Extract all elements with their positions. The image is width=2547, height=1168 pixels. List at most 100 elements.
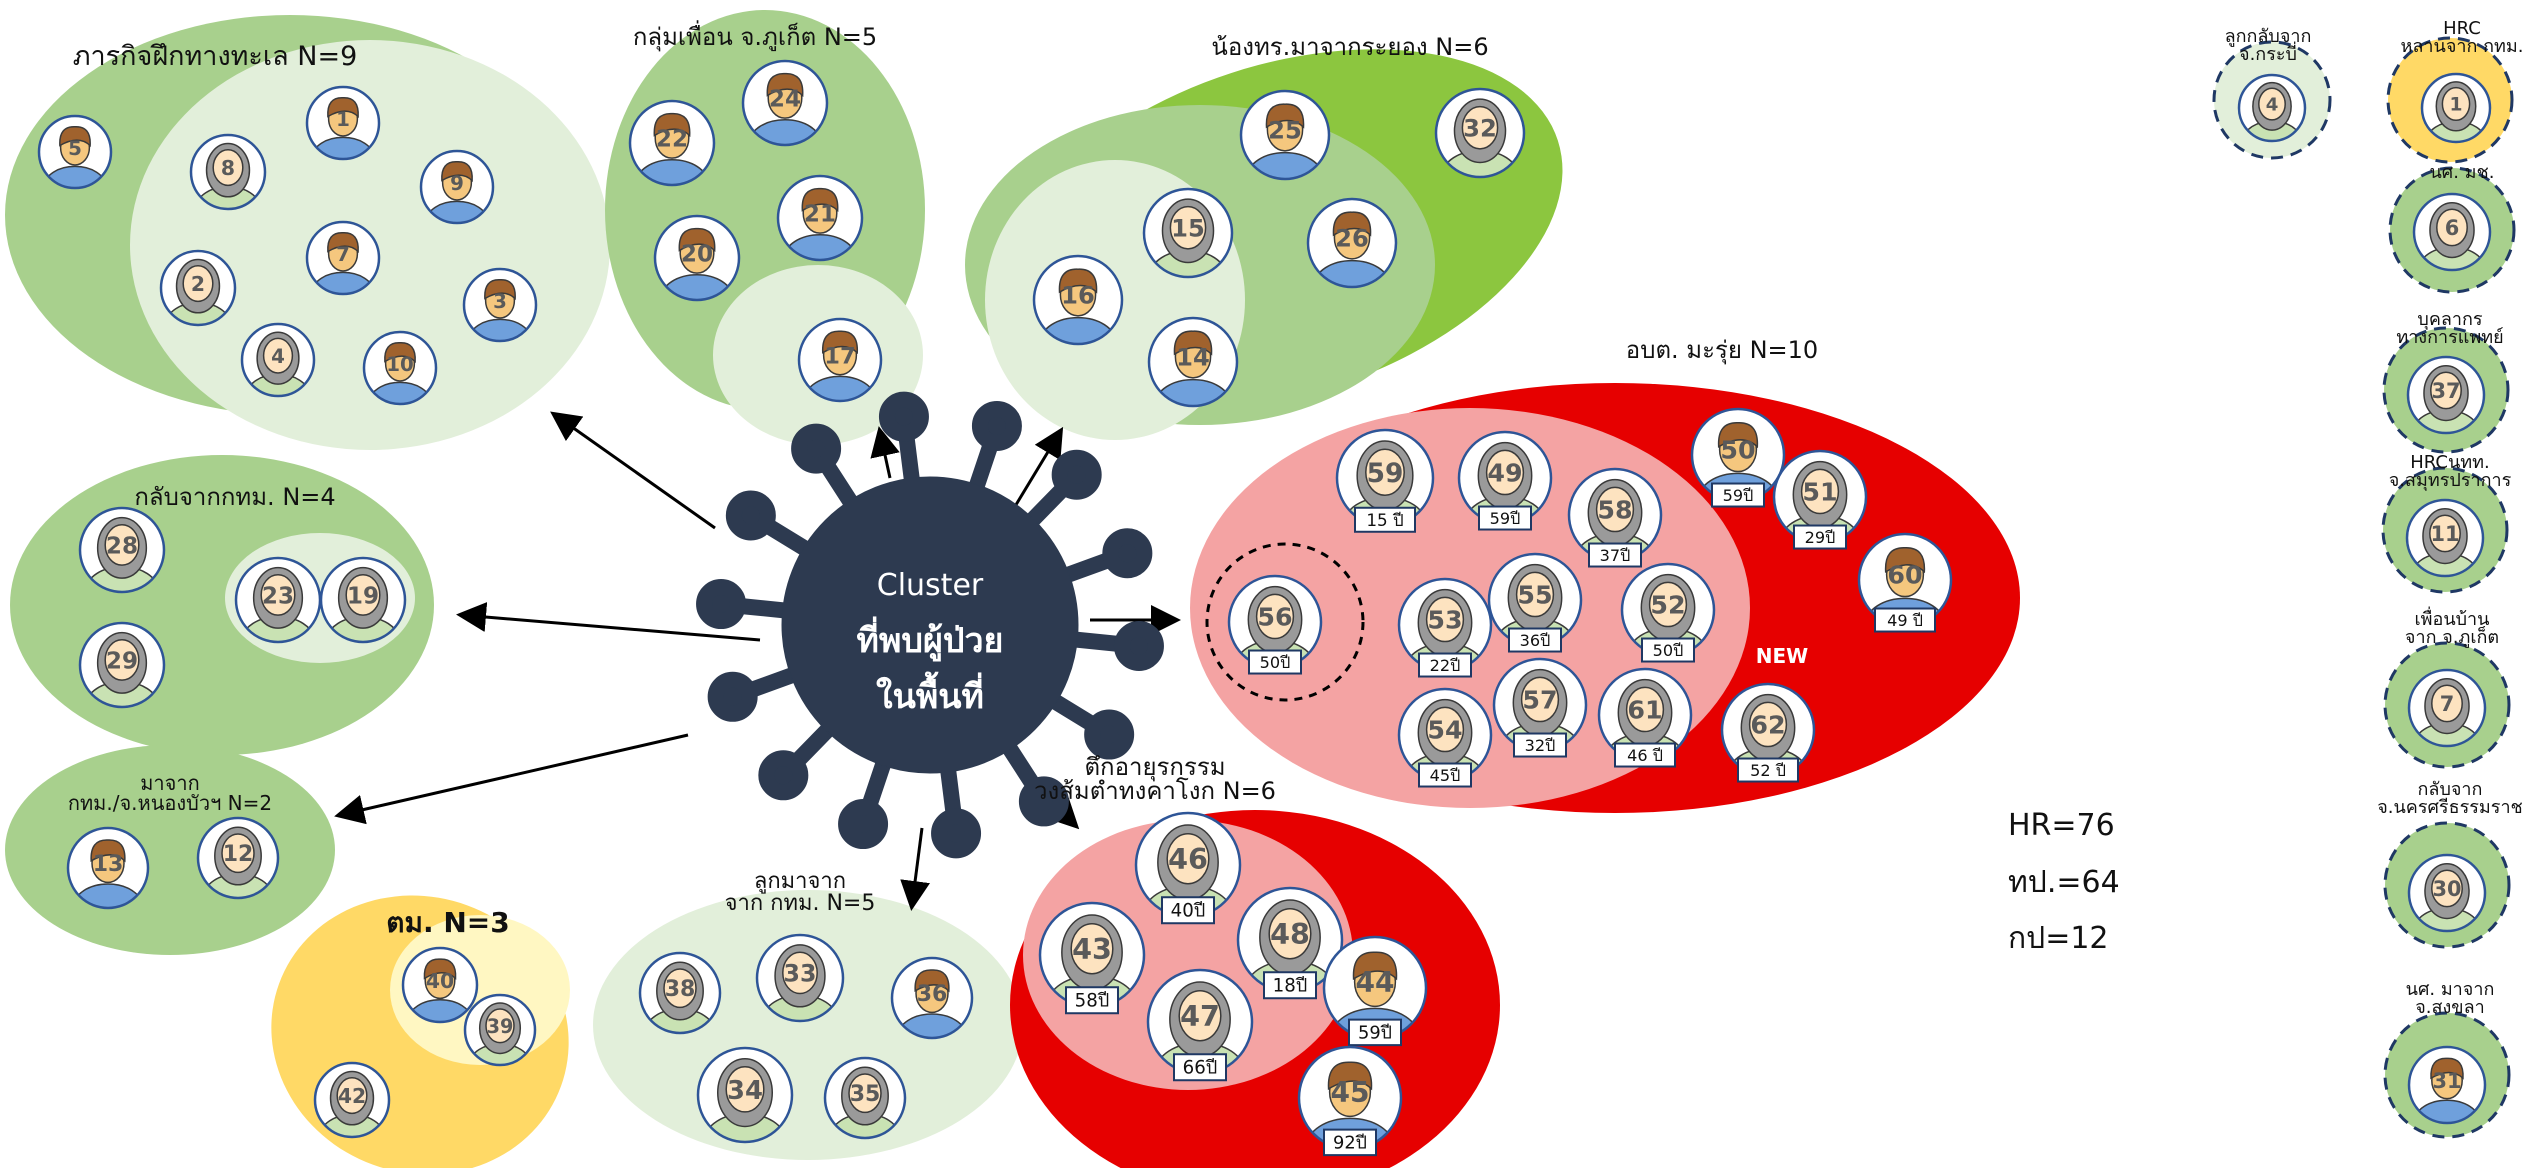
- virus-spike-tip: [1018, 776, 1069, 827]
- person-avatar: 59 15 ปี: [1335, 428, 1435, 533]
- age-badge: [1065, 986, 1119, 1015]
- center-line3: ในพื้นที่: [876, 671, 984, 717]
- age-badge: [1588, 542, 1642, 568]
- person-number: 34: [727, 1076, 763, 1106]
- person-number: 40: [426, 969, 454, 993]
- age-badge: [1173, 1053, 1227, 1082]
- age-badge: [1418, 652, 1472, 678]
- person-number: 25: [1268, 117, 1302, 145]
- stat-kp: กป=12: [2008, 921, 2109, 956]
- person-number: 4: [271, 345, 285, 368]
- age-badge: [1513, 732, 1567, 758]
- person-number: 45: [1330, 1076, 1369, 1109]
- right-label-krabi: ลูกกลับจากจ.กระบี่: [2225, 26, 2312, 65]
- person-number: 36: [917, 982, 948, 1007]
- age-text: 29ปี: [1805, 528, 1836, 547]
- age-text: 45ปี: [1430, 766, 1461, 785]
- age-text: 52 ปี: [1750, 761, 1786, 780]
- age-text: 49 ปี: [1887, 611, 1923, 630]
- age-badge: [1641, 637, 1695, 663]
- virus-spike-tip: [696, 579, 747, 630]
- person-number: 28: [106, 533, 138, 559]
- person-number: 48: [1270, 917, 1310, 951]
- person-avatar: 19: [319, 556, 407, 644]
- label-kids: ลูกมาจากจาก กทม. N=5: [725, 869, 876, 916]
- age-badge: [1793, 524, 1847, 550]
- person-avatar: 2: [159, 249, 237, 327]
- person-number: 54: [1427, 716, 1462, 745]
- person-avatar: 17: [797, 317, 883, 403]
- person-avatar: 37: [2406, 355, 2486, 435]
- age-badge: [1418, 762, 1472, 788]
- person-avatar: 24: [741, 59, 829, 147]
- right-label-samutprakan: HRCนทท.จ.สมุทรปราการ: [2389, 452, 2512, 491]
- person-number: 46: [1168, 842, 1208, 876]
- age-text: 50ปี: [1260, 653, 1291, 672]
- person-number: 23: [262, 583, 294, 609]
- person-avatar: 54 45ปี: [1397, 687, 1493, 788]
- right-label-phuket: เพื่อนบ้านจาก จ.ภูเก็ต: [2405, 606, 2499, 648]
- label-nongbua: มาจากกทม./จ.หนองบัวฯ N=2: [68, 771, 272, 815]
- person-number: 59: [1367, 458, 1404, 489]
- person-avatar: 10: [362, 330, 438, 406]
- stats: HR=76 ทป.=64 กป=12: [2008, 808, 2120, 956]
- center-line2: ที่พบผู้ป่วย: [857, 616, 1004, 662]
- label-phuket: กลุ่มเพื่อน จ.ภูเก็ต N=5: [633, 20, 877, 52]
- person-number: 7: [2440, 692, 2455, 716]
- person-number: 12: [223, 842, 254, 867]
- person-number: 52: [1650, 591, 1685, 620]
- age-text: 36ปี: [1520, 631, 1551, 650]
- person-number: 3: [493, 290, 507, 313]
- person-number: 33: [784, 959, 817, 987]
- person-number: 10: [386, 353, 414, 376]
- label-new: NEW: [1756, 644, 1808, 668]
- age-text: 18ปี: [1273, 976, 1308, 997]
- person-number: 11: [2430, 522, 2459, 546]
- person-number: 16: [1061, 282, 1095, 310]
- age-badge: [1323, 1128, 1377, 1157]
- person-avatar: 39: [463, 993, 537, 1067]
- age-text: 22ปี: [1430, 656, 1461, 675]
- person-number: 50: [1720, 436, 1755, 465]
- person-number: 38: [665, 977, 696, 1002]
- person-number: 39: [487, 1015, 514, 1038]
- person-avatar: 8: [189, 133, 267, 211]
- person-avatar: 46 40ปี: [1134, 811, 1242, 925]
- person-avatar: 9: [419, 149, 495, 225]
- virus-spike-tip: [931, 808, 982, 859]
- building-blob-inner: [1023, 820, 1353, 1090]
- person-avatar: 7: [2407, 668, 2487, 748]
- person-number: 57: [1522, 686, 1557, 715]
- person-number: 32: [1463, 115, 1497, 143]
- person-avatar: 16: [1032, 254, 1124, 346]
- person-avatar: 48 18ปี: [1236, 886, 1344, 1000]
- age-text: 40ปี: [1171, 901, 1206, 922]
- person-avatar: 29: [78, 621, 166, 709]
- right-label-songkhla: นศ. มาจากจ.สงขลา: [2406, 979, 2495, 1018]
- person-avatar: 26: [1306, 197, 1398, 289]
- person-number: 21: [804, 201, 836, 227]
- group-labels: ภารกิจฝึกทางทะเล N=9 กลุ่มเพื่อน จ.ภูเก็…: [68, 20, 1818, 939]
- person-avatar: 12: [196, 816, 280, 900]
- person-number: 30: [2432, 877, 2461, 901]
- age-text: 46 ปี: [1627, 746, 1663, 765]
- person-number: 44: [1355, 966, 1394, 999]
- obt-dashed-circle: [1205, 542, 1365, 702]
- age-badge: [1737, 757, 1799, 783]
- person-avatar: 14: [1147, 316, 1239, 408]
- virus-spike-tip: [725, 490, 776, 541]
- virus-center: [696, 391, 1164, 859]
- person-number: 31: [2432, 1069, 2461, 1093]
- age-text: 15 ปี: [1366, 510, 1403, 530]
- person-number: 5: [68, 137, 82, 160]
- person-avatar: 36: [890, 956, 974, 1040]
- virus-spike-tip: [878, 391, 929, 442]
- person-avatar: 4: [2237, 73, 2307, 143]
